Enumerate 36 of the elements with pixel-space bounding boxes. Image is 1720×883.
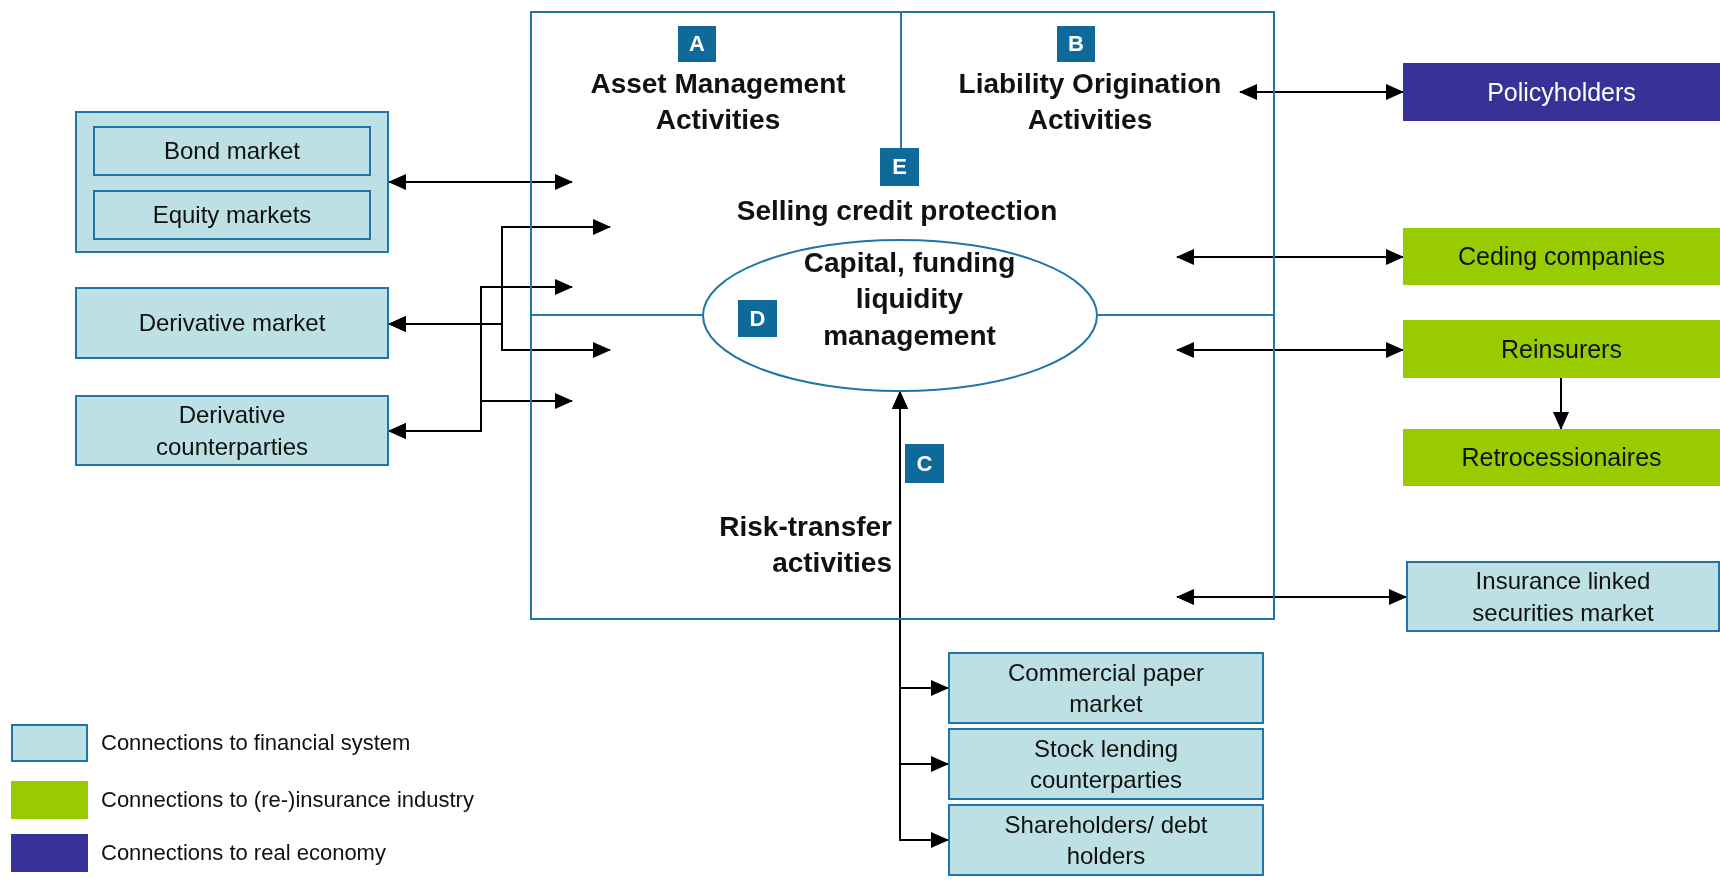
category-box: Equity markets bbox=[93, 190, 371, 240]
category-box: Commercial paper market bbox=[948, 652, 1264, 724]
arrow bbox=[1239, 84, 1404, 100]
group-box bbox=[75, 111, 389, 253]
letter-badge: C bbox=[905, 444, 944, 483]
category-box: Bond market bbox=[93, 126, 371, 176]
letter-badge: D bbox=[738, 300, 777, 337]
heading-text: Asset Management Activities bbox=[568, 66, 868, 146]
legend-text: Connections to financial system bbox=[101, 729, 411, 757]
heading-text: Liability Origination Activities bbox=[940, 66, 1240, 146]
arrow bbox=[1176, 589, 1407, 605]
arrow bbox=[1176, 249, 1404, 265]
arrow bbox=[388, 393, 573, 439]
letter-badge: E bbox=[880, 148, 919, 186]
category-box: Derivative counterparties bbox=[75, 395, 389, 466]
category-box: Insurance linked securities market bbox=[1406, 561, 1720, 632]
category-box: Retrocessionaires bbox=[1403, 429, 1720, 486]
category-box: Shareholders/ debt holders bbox=[948, 804, 1264, 876]
arrow bbox=[388, 174, 573, 190]
category-box: Reinsurers bbox=[1403, 320, 1720, 378]
category-box: Ceding companies bbox=[1403, 228, 1720, 285]
arrow bbox=[388, 316, 611, 358]
legend-text: Connections to (re-)insurance industry bbox=[101, 786, 474, 814]
node-label: Capital, funding liquidity management bbox=[802, 246, 1017, 353]
boundary-box bbox=[530, 11, 1275, 620]
letter-badge: A bbox=[678, 26, 716, 62]
category-box: Policyholders bbox=[1403, 63, 1720, 121]
arrow bbox=[892, 391, 949, 848]
heading-text: Selling credit protection bbox=[687, 193, 1107, 233]
arrow bbox=[1176, 342, 1404, 358]
legend-text: Connections to real economy bbox=[101, 839, 386, 867]
letter-badge: B bbox=[1057, 26, 1095, 62]
heading-text: Risk-transfer activities bbox=[680, 509, 892, 583]
arrow bbox=[1553, 377, 1569, 430]
category-box: Derivative market bbox=[75, 287, 389, 359]
category-box: Stock lending counterparties bbox=[948, 728, 1264, 800]
